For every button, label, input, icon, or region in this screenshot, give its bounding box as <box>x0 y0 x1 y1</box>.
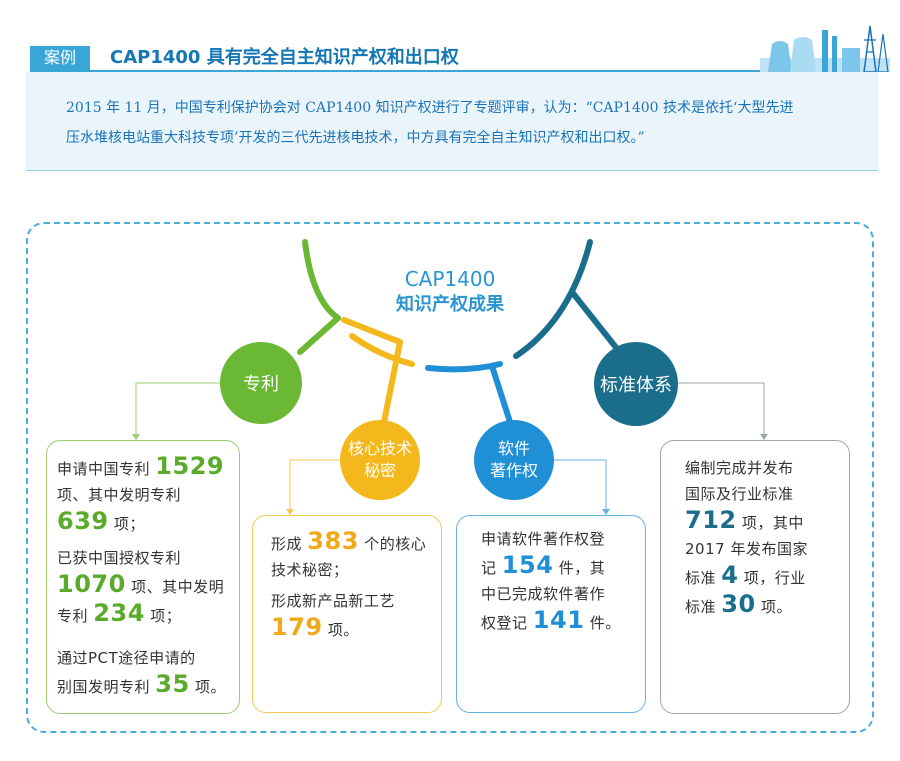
text: 申请中国专利 <box>57 460 151 478</box>
std-para: 编制完成并发布 国际及行业标准 712 项，其中 2017 年发布国家 标准 4… <box>685 455 845 620</box>
software-copyright-box: 申请软件著作权登 记 154 件，其 中已完成软件著作 权登记 141 件。 <box>456 515 646 713</box>
node-core-tech-secret: 核心技术 秘密 <box>340 420 420 500</box>
text: 件，其 <box>558 559 606 577</box>
text: 项、其中发明 <box>131 578 225 596</box>
text: 国际及行业标准 <box>685 485 794 503</box>
text: 项； <box>113 515 145 533</box>
text: 项、其中发明专利 <box>57 486 182 504</box>
case-title: CAP1400 具有完全自主知识产权和出口权 <box>110 47 459 68</box>
text: 别国发明专利 <box>57 678 151 696</box>
number: 639 <box>57 507 109 535</box>
patent-para-2: 已获中国授权专利 1070 项、其中发明 专利 234 项； <box>57 545 233 629</box>
intro-line-2: 压水堆核电站重大科技专项’开发的三代先进核电技术，中方具有完全自主知识产权和出口… <box>66 130 645 146</box>
secret-para-1: 形成 383 个的核心 技术秘密； <box>271 528 431 583</box>
text: 技术秘密； <box>271 561 349 579</box>
node-patent: 专利 <box>220 342 302 424</box>
center-title: CAP1400 知识产权成果 <box>360 266 540 318</box>
header-divider <box>30 70 878 72</box>
number: 30 <box>721 590 756 618</box>
node-patent-label: 专利 <box>243 374 279 395</box>
node-software-copyright: 软件 著作权 <box>474 420 554 500</box>
text: 2017 年发布国家 <box>685 540 808 558</box>
number: 1070 <box>57 570 126 598</box>
patent-para-1: 申请中国专利 1529 项、其中发明专利 639 项； <box>57 453 233 537</box>
node-soft-label-2: 著作权 <box>489 461 538 480</box>
diagram-frame <box>26 222 874 733</box>
text: 形成 <box>271 535 303 553</box>
number: 383 <box>307 527 359 555</box>
number: 179 <box>271 613 323 641</box>
text: 编制完成并发布 <box>685 459 794 477</box>
number: 712 <box>685 506 737 534</box>
text: 件。 <box>589 614 621 632</box>
text: 已获中国授权专利 <box>57 549 182 567</box>
number: 154 <box>501 551 554 579</box>
text: 记 <box>481 559 497 577</box>
text: 项。 <box>760 598 792 616</box>
patent-para-3: 通过PCT途径申请的 别国发明专利 35 项。 <box>57 645 233 700</box>
center-title-line-1: CAP1400 <box>404 267 496 291</box>
case-tag: 案例 <box>30 46 90 70</box>
core-secret-box: 形成 383 个的核心 技术秘密； 形成新产品新工艺 179 项。 <box>252 515 442 713</box>
intro-text: 2015 年 11 月，中国专利保护协会对 CAP1400 知识产权进行了专题评… <box>66 93 856 153</box>
soft-para-1: 申请软件著作权登 记 154 件，其 中已完成软件著作 权登记 141 件。 <box>481 526 641 636</box>
text: 通过PCT途径申请的 <box>57 649 196 667</box>
text: 个的核心 <box>364 535 427 553</box>
node-standard-system: 标准体系 <box>594 342 678 426</box>
intro-line-1: 2015 年 11 月，中国专利保护协会对 CAP1400 知识产权进行了专题评… <box>66 100 794 116</box>
standard-system-box: 编制完成并发布 国际及行业标准 712 项，其中 2017 年发布国家 标准 4… <box>660 440 850 714</box>
text: 形成新产品新工艺 <box>271 592 396 610</box>
case-header: 案例 CAP1400 具有完全自主知识产权和出口权 <box>22 25 890 72</box>
number: 35 <box>155 670 190 698</box>
text: 项； <box>150 607 182 625</box>
number: 234 <box>93 599 145 627</box>
text: 项。 <box>194 678 226 696</box>
secret-para-2: 形成新产品新工艺 179 项。 <box>271 588 431 643</box>
intro-panel: 2015 年 11 月，中国专利保护协会对 CAP1400 知识产权进行了专题评… <box>26 72 878 171</box>
center-title-line-2: 知识产权成果 <box>396 294 504 315</box>
text: 专利 <box>57 607 89 625</box>
text: 项。 <box>327 621 359 639</box>
text: 权登记 <box>481 614 528 632</box>
node-secret-label-1: 核心技术 <box>347 439 412 458</box>
power-plant-skyline-icon <box>760 25 890 72</box>
text: 中已完成软件著作 <box>481 585 606 603</box>
node-std-label: 标准体系 <box>600 375 672 396</box>
text: 标准 <box>685 598 717 616</box>
text: 申请软件著作权登 <box>481 530 606 548</box>
number: 1529 <box>155 452 225 480</box>
node-soft-label-1: 软件 <box>497 439 530 458</box>
patent-box: 申请中国专利 1529 项、其中发明专利 639 项； 已获中国授权专利 107… <box>46 440 240 714</box>
number: 4 <box>721 561 739 589</box>
text: 项，其中 <box>741 514 804 532</box>
number: 141 <box>532 606 585 634</box>
text: 项，行业 <box>743 569 806 587</box>
node-secret-label-2: 秘密 <box>363 461 396 480</box>
text: 标准 <box>685 569 717 587</box>
